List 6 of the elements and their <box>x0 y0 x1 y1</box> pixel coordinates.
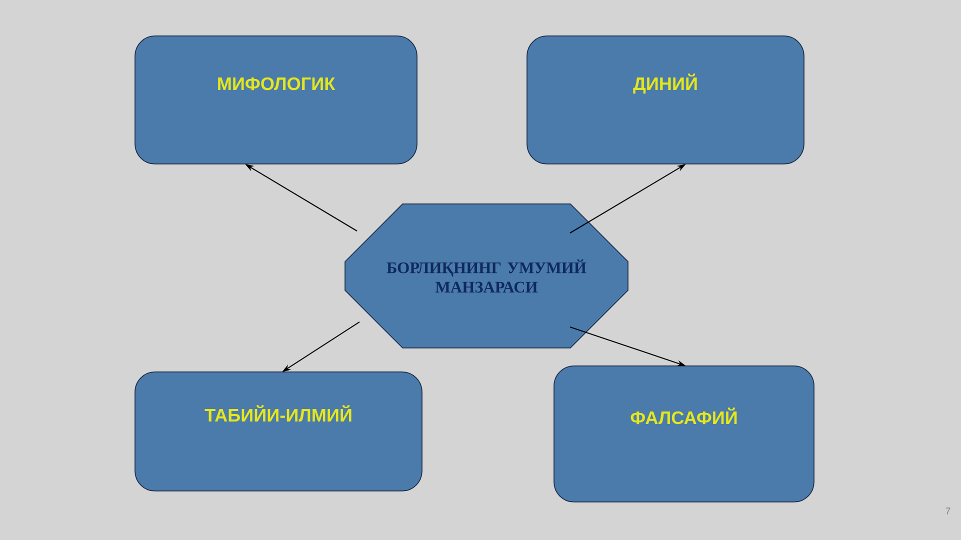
rounded-box: ФАЛСАФИЙ <box>554 366 814 502</box>
octagon-box: БОРЛИҚНИНГ УМУМИЙ МАНЗАРАСИ <box>344 204 628 348</box>
rounded-box: МИФОЛОГИК <box>134 36 418 164</box>
rounded-box: ДИНИЙ <box>526 36 804 164</box>
page-number: 7 <box>946 508 950 514</box>
rounded-box: ТАБИЙИ-ИЛМИЙ <box>134 372 422 492</box>
